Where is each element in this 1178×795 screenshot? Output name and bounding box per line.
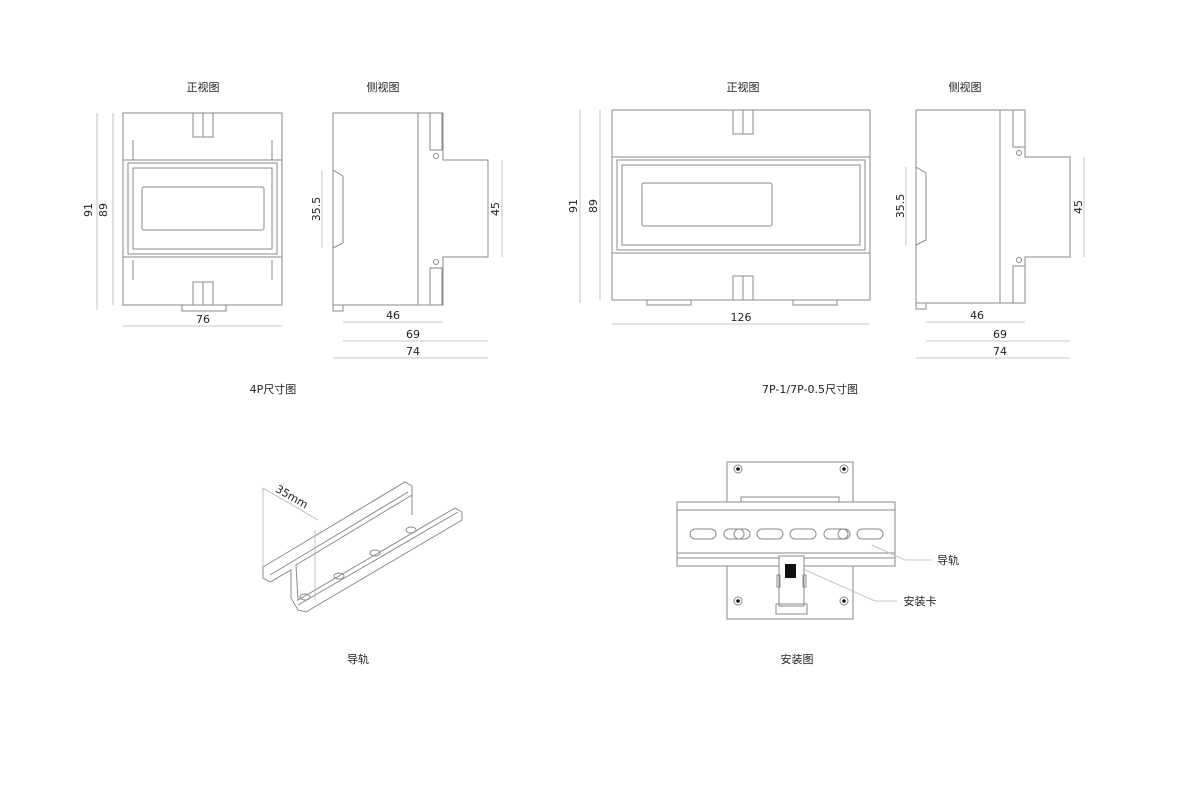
dim-126: 126 (731, 311, 752, 324)
side-view-4p (321, 112, 503, 359)
dim-35-5-4p: 35.5 (310, 197, 323, 222)
din-rail-isometric (262, 481, 463, 613)
dim-45-4p: 45 (489, 202, 502, 216)
install-view (676, 461, 932, 620)
front-view-7p (579, 109, 871, 325)
rail-slots (689, 528, 884, 540)
dim-91-7p: 91 (567, 199, 580, 213)
dim-69-4p: 69 (406, 328, 420, 341)
caption-install: 安装图 (781, 652, 814, 666)
caption-rail: 导轨 (347, 652, 369, 666)
caption-7p: 7P-1/7P-0.5尺寸图 (762, 382, 858, 396)
title-side-4p: 侧视图 (367, 80, 400, 94)
mounting-clip (775, 555, 808, 615)
dim-74-7p: 74 (993, 345, 1007, 358)
dim-69-7p: 69 (993, 328, 1007, 341)
label-rail: 导轨 (937, 553, 959, 567)
dim-89-7p: 89 (587, 199, 600, 213)
title-front-7p: 正视图 (727, 80, 760, 94)
dim-74-4p: 74 (406, 345, 420, 358)
dim-35-5-7p: 35.5 (894, 194, 907, 219)
dim-76: 76 (196, 313, 210, 326)
title-front-4p: 正视图 (187, 80, 220, 94)
dim-46-7p: 46 (970, 309, 984, 322)
front-view-4p (96, 112, 283, 327)
dim-45-7p: 45 (1072, 200, 1085, 214)
side-view-7p (905, 109, 1085, 359)
label-clip: 安装卡 (904, 594, 937, 608)
screw-holes (733, 464, 849, 606)
dim-89-4p: 89 (97, 203, 110, 217)
caption-4p: 4P尺寸图 (250, 382, 297, 396)
dim-46-4p: 46 (386, 309, 400, 322)
title-side-7p: 侧视图 (949, 80, 982, 94)
dim-91-4p: 91 (82, 203, 95, 217)
